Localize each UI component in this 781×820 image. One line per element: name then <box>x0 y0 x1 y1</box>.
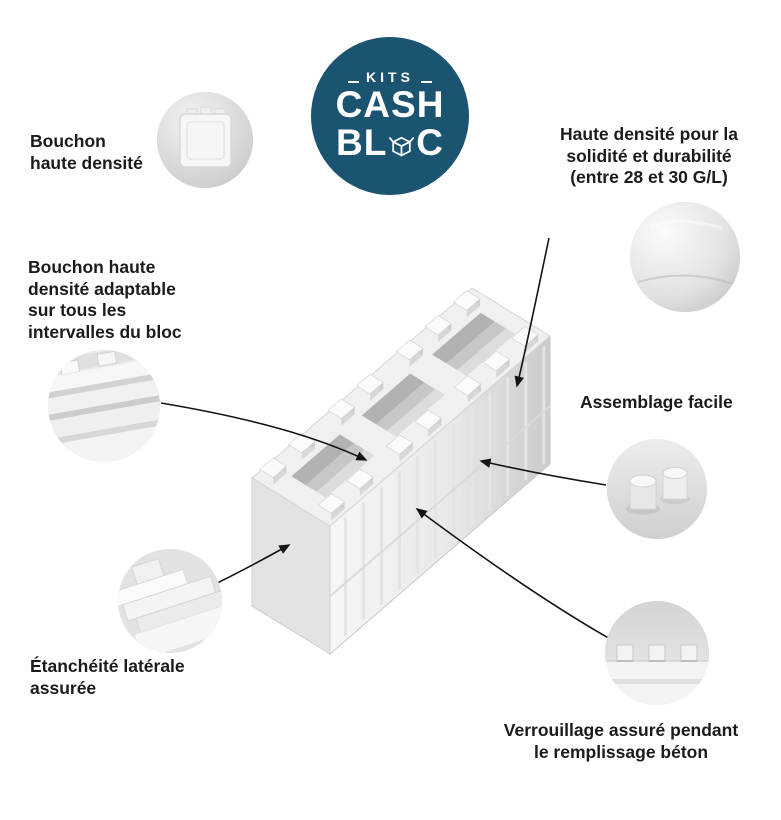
logo-kits-row: KITS <box>348 70 432 84</box>
annotation-arrows <box>160 237 613 641</box>
arrow-assembly <box>479 458 607 486</box>
logo-dash-left <box>348 80 360 84</box>
callout-locking: Verrouillage assuré pendant le remplissa… <box>503 720 739 762</box>
inset-adaptable-photo <box>48 350 160 462</box>
callout-cap-top: Bouchon haute densité <box>30 131 143 173</box>
callout-assembly: Assemblage facile <box>580 392 733 412</box>
arrow-locking <box>415 508 613 641</box>
inset-locking-photo <box>605 601 709 705</box>
inset-sealing-photo <box>118 549 222 653</box>
logo-circle: KITS CASH BL C <box>311 37 469 195</box>
logo-kits-text: KITS <box>366 69 414 86</box>
logo-cash-text: CASH <box>335 84 445 126</box>
inset-density-photo <box>630 202 740 312</box>
logo-bloc-prefix: BL <box>335 122 388 163</box>
inset-assembly-photo <box>607 439 707 539</box>
inset-cap-top-photo <box>157 92 253 188</box>
foam-block-photo <box>251 287 551 656</box>
logo-bloc-row: BL C <box>336 124 444 162</box>
arrow-adaptable <box>160 402 368 461</box>
open-box-icon <box>389 137 415 157</box>
logo-dash-right <box>420 80 432 84</box>
arrow-sealing <box>210 544 291 587</box>
callout-sealing: Étanchéité latérale assurée <box>30 656 185 698</box>
arrow-density <box>514 237 550 388</box>
callout-adaptable: Bouchon haute densité adaptable sur tous… <box>28 257 182 343</box>
callout-density: Haute densité pour la solidité et durabi… <box>560 124 738 188</box>
logo-bloc-suffix: C <box>416 122 445 163</box>
